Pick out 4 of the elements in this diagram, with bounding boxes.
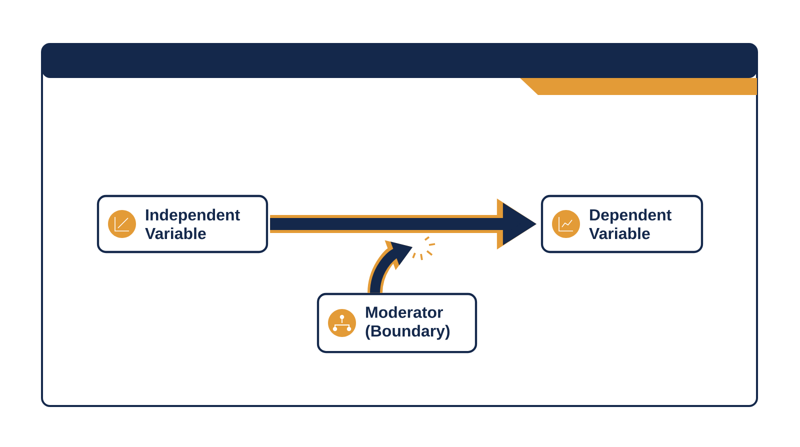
variable-box: Dependent Variable <box>540 194 704 254</box>
variable-box: Moderator (Boundary) <box>316 292 478 354</box>
burst-drawing <box>412 236 436 261</box>
variable-box: Independent Variable <box>96 194 268 254</box>
